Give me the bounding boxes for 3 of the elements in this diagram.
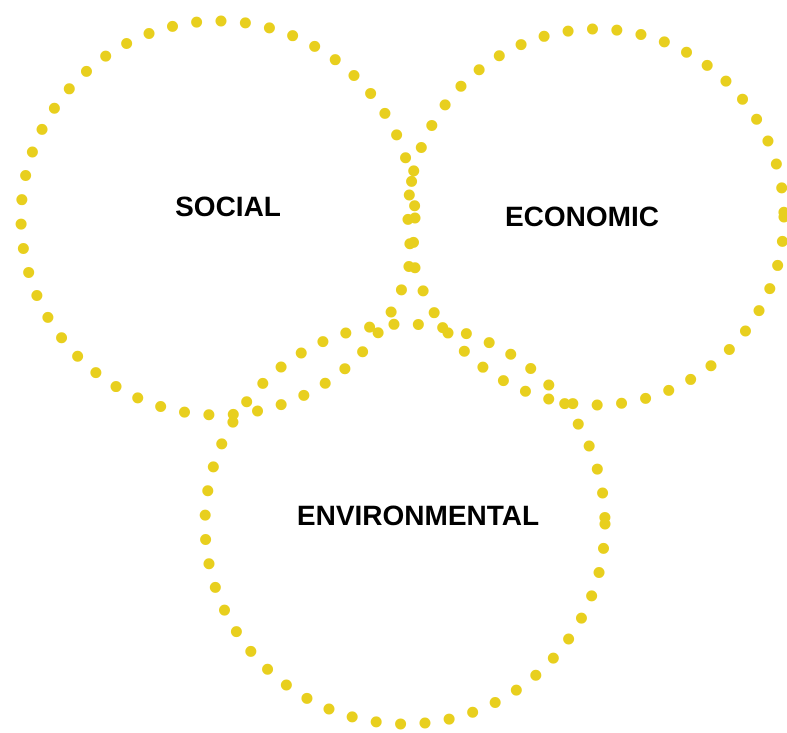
circle-label: SOCIAL [175, 193, 281, 221]
circle-label: ENVIRONMENTAL [296, 502, 540, 530]
circle-label: ECONOMIC [505, 203, 659, 231]
